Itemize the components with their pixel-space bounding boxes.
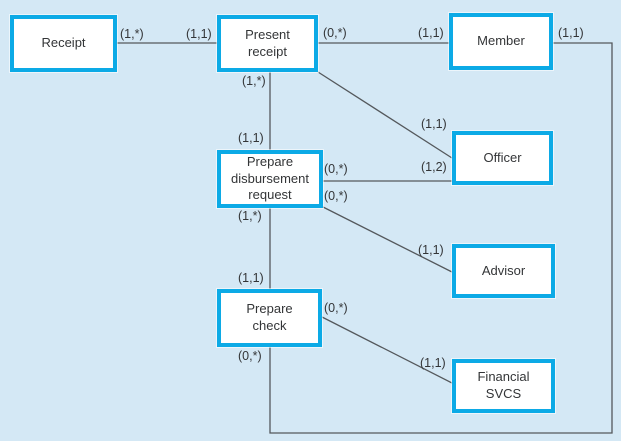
- cardinality-label-disb-to-check-near-check: (1,1): [238, 271, 264, 285]
- cardinality-label-disb-to-advisor-near-disb: (0,*): [324, 189, 348, 203]
- cardinality-label-disb-to-check-near-disb: (1,*): [238, 209, 262, 223]
- node-financial-svcs: Financial SVCS: [452, 359, 555, 413]
- node-advisor: Advisor: [452, 244, 555, 298]
- cardinality-label-disb-to-officer-near-officer: (1,2): [421, 160, 447, 174]
- node-receipt: Receipt: [10, 15, 117, 72]
- cardinality-label-check-to-fin-near-fin: (1,1): [420, 356, 446, 370]
- cardinality-label-present-to-member-near-present: (0,*): [323, 26, 347, 40]
- cardinality-label-present-to-disb-near-disb: (1,1): [238, 131, 264, 145]
- cardinality-label-receipt-to-present-near-present: (1,1): [186, 27, 212, 41]
- cardinality-label-disb-to-officer-near-disb: (0,*): [324, 162, 348, 176]
- node-label-prepare-disbursement-request: Prepare disbursement request: [230, 153, 310, 203]
- cardinality-label-check-to-member-near-check: (0,*): [238, 349, 262, 363]
- cardinality-label-disb-to-advisor-near-advisor: (1,1): [418, 243, 444, 257]
- node-prepare-check: Prepare check: [217, 289, 322, 347]
- node-label-advisor: Advisor: [481, 262, 526, 278]
- node-label-financial-svcs: Financial SVCS: [477, 369, 530, 401]
- cardinality-label-check-to-fin-near-check: (0,*): [324, 301, 348, 315]
- node-present-receipt: Present receipt: [217, 15, 318, 72]
- cardinality-label-present-to-member-near-member: (1,1): [418, 26, 444, 40]
- node-label-present-receipt: Present receipt: [245, 26, 290, 59]
- node-prepare-disbursement-request: Prepare disbursement request: [217, 150, 323, 208]
- node-label-receipt: Receipt: [41, 35, 86, 51]
- cardinality-label-present-to-disb-near-present: (1,*): [242, 74, 266, 88]
- node-label-officer: Officer: [483, 149, 522, 165]
- cardinality-label-present-to-officer-near-officer: (1,1): [421, 117, 447, 131]
- edge-present-receipt--officer: [317, 71, 453, 159]
- cardinality-label-member-to-check-near-member: (1,1): [558, 26, 584, 40]
- node-label-member: Member: [477, 33, 525, 49]
- edge-member--prepare-check: [269, 42, 613, 434]
- node-member: Member: [449, 13, 553, 70]
- edge-prepare-check--financial-svcs: [321, 316, 453, 384]
- node-label-prepare-check: Prepare check: [246, 301, 293, 333]
- edge-prepare-disbursement-request--advisor: [322, 206, 453, 273]
- node-officer: Officer: [452, 131, 553, 185]
- cardinality-label-receipt-to-present-near-receipt: (1,*): [120, 27, 144, 41]
